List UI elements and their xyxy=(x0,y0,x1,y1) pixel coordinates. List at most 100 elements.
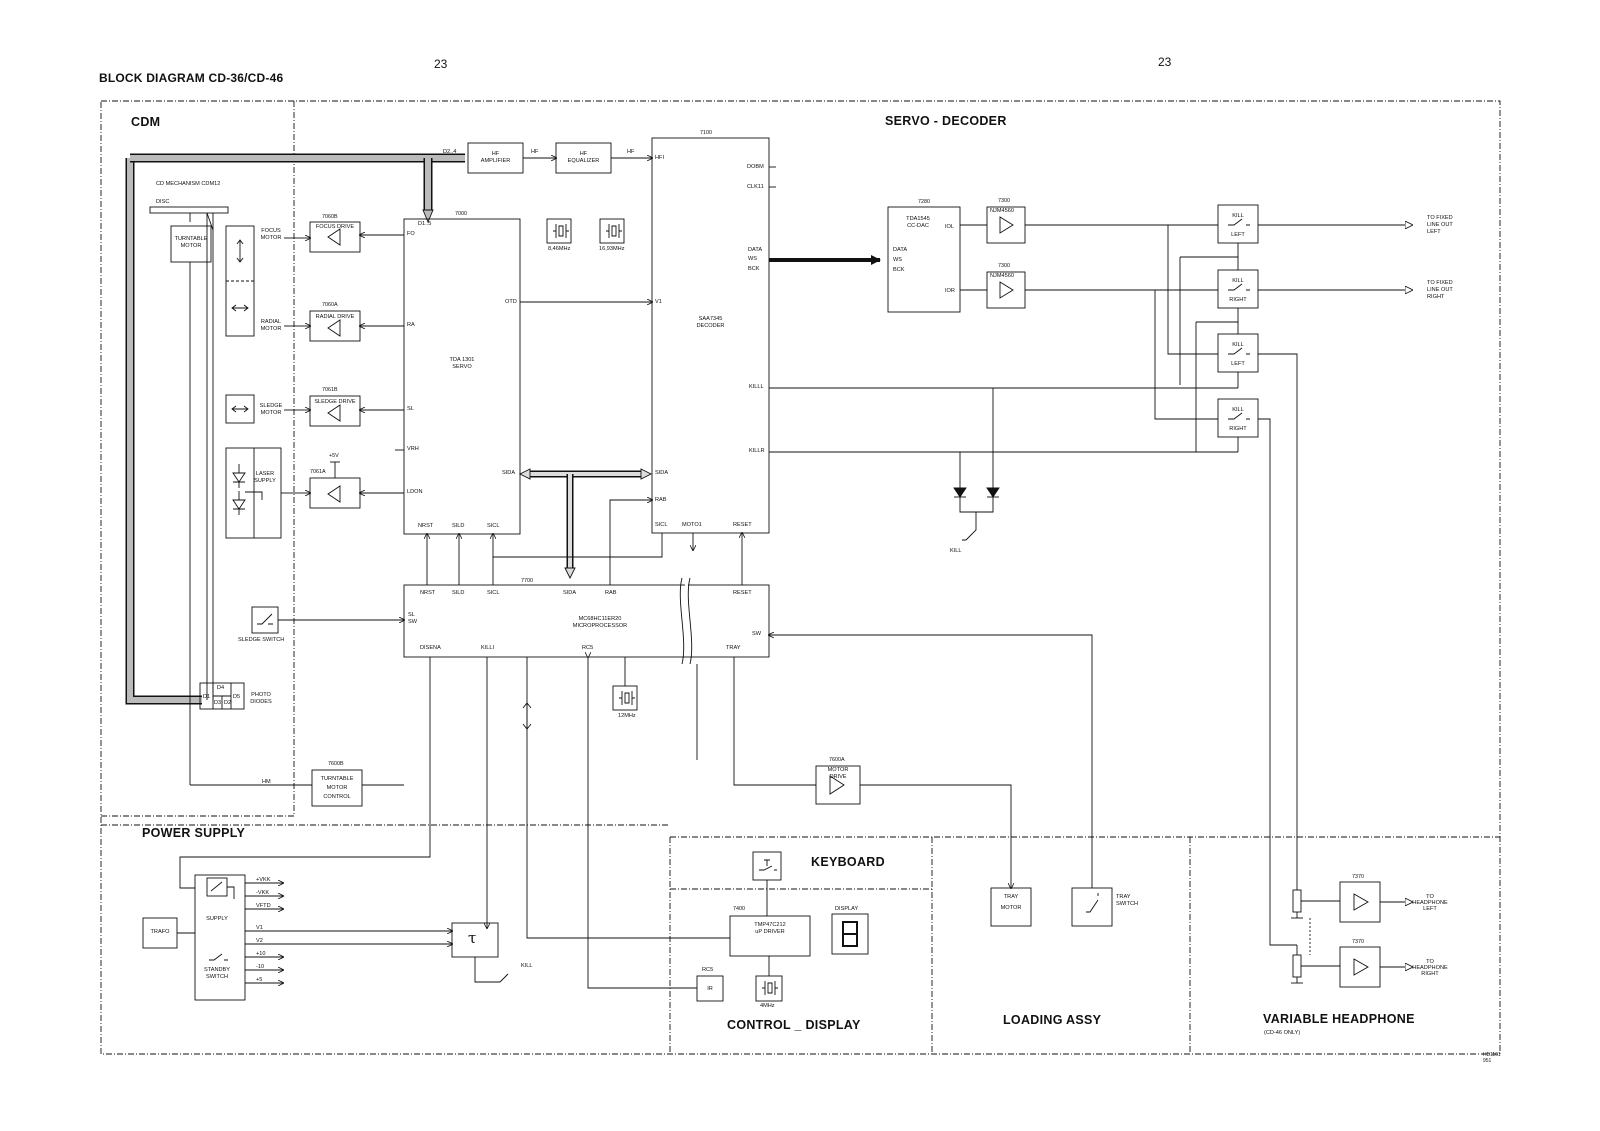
decoder-pin-reset: RESET xyxy=(733,522,752,528)
motor-drive-ref: 7600A xyxy=(829,757,845,763)
diode-d1: D1 xyxy=(203,694,211,700)
rc5-label: RC5 xyxy=(702,967,714,973)
turntable-motor-box xyxy=(170,225,212,263)
drawing-ref-2: 951 xyxy=(1483,1058,1492,1064)
kill-left-1-label: KILL LEFT xyxy=(1231,213,1245,238)
decoder-ref: 7100 xyxy=(700,130,712,136)
hf-signal-1: HF xyxy=(531,149,539,155)
cd-mechanism-label: CD MECHANISM CDM12 xyxy=(156,181,221,187)
hf-bus xyxy=(125,153,465,705)
sledge-switch-label: SLEDGE SWITCH xyxy=(238,637,285,643)
radial-motor-label: RADIAL MOTOR xyxy=(260,319,282,332)
servo-pin-otd: OTD xyxy=(505,299,517,305)
page-title: BLOCK DIAGRAM CD-36/CD-46 xyxy=(99,71,284,85)
laser-supply-label: LASER SUPPLY xyxy=(254,471,276,484)
headphone-right-label: TO HEADPHONE RIGHT xyxy=(1412,959,1448,977)
hf-signal-2: HF xyxy=(627,149,635,155)
servo-pin-sicl: SICL xyxy=(487,523,500,529)
dac-pin-iol: IOL xyxy=(945,224,955,230)
decoder-pin-sida: SIDA xyxy=(655,470,669,476)
servo-chip-label: TDA 1301 SERVO xyxy=(449,357,475,370)
diode-d3: D3 xyxy=(214,700,222,706)
micro-pin-reset: RESET xyxy=(733,590,752,596)
standby-switch-label: STANDBY SWITCH xyxy=(203,967,230,980)
sledge-drive-ref: 7061B xyxy=(322,387,338,393)
section-cdm: CDM xyxy=(131,115,161,129)
decoder-pin-data: DATA xyxy=(748,247,763,253)
trafo-label: TRAFO xyxy=(150,929,170,935)
turntable-motor-label: TURNTABLE MOTOR xyxy=(174,236,208,249)
power-kill-label: KILL xyxy=(521,963,533,969)
radial-drive-label: RADIAL DRIVE xyxy=(315,314,355,320)
rail-plus10: +10 xyxy=(256,951,266,957)
disc xyxy=(149,206,229,214)
opamp-a-ref: 7300 xyxy=(998,198,1010,204)
headphone-amp-a-ref: 7370 xyxy=(1352,874,1364,880)
rail-minus10: -10 xyxy=(256,964,265,970)
kill-diode-label: KILL xyxy=(950,548,962,554)
decoder-pin-bck: BCK xyxy=(748,266,760,272)
page-number-left: 23 xyxy=(434,57,448,71)
crystal-1693-label: 16,93MHz xyxy=(599,246,625,252)
turntable-control-ref: 7600B xyxy=(328,761,344,767)
control-ref: 7400 xyxy=(733,906,745,912)
decoder-pin-moto1: MOTO1 xyxy=(682,522,702,528)
headphone-note: (CD-46 ONLY) xyxy=(1264,1030,1301,1036)
focus-motor-label: FOCUS MOTOR xyxy=(260,228,282,241)
diode-d5: D5 xyxy=(233,694,241,700)
page-number-right: 23 xyxy=(1158,55,1172,69)
section-loading-assy: LOADING ASSY xyxy=(1003,1013,1102,1027)
photo-diodes-label: PHOTO DIODES xyxy=(250,692,272,705)
drawing-ref-1: HB1161 xyxy=(1483,1052,1501,1058)
micro-pin-sild: SILD xyxy=(452,590,465,596)
crystal-12mhz-label: 12MHz xyxy=(618,713,636,719)
hf-equalizer-label: HF EQUALIZER xyxy=(567,151,600,164)
decoder-pin-killr: KILLR xyxy=(749,448,765,454)
dac-pin-bck: BCK xyxy=(893,267,905,273)
rail-vftd: VFTD xyxy=(256,903,271,909)
section-keyboard: KEYBOARD xyxy=(811,855,885,869)
sida-bus xyxy=(518,468,653,580)
d2-4-label: D2..4 xyxy=(443,149,457,155)
headphone-left-label: TO HEADPHONE LEFT xyxy=(1412,894,1448,912)
section-variable-headphone: VARIABLE HEADPHONE xyxy=(1263,1012,1415,1026)
line-out-left-label: TO FIXED LINE OUT LEFT xyxy=(1427,215,1453,235)
section-borders xyxy=(100,100,1501,1055)
opamp-b-label: NJM4560 xyxy=(990,273,1014,279)
rail-v2: V2 xyxy=(256,938,263,944)
micro-pin-sl-sw: SL SW xyxy=(408,612,418,625)
crystal-4mhz-label: 4MHz xyxy=(760,1003,775,1009)
section-control-display: CONTROL _ DISPLAY xyxy=(727,1018,861,1032)
micro-pin-nrst: NRST xyxy=(420,590,436,596)
dac-pin-data: DATA xyxy=(893,247,908,253)
turntable-control-label: TURNTABLE MOTOR CONTROL xyxy=(320,776,354,800)
dac-ref: 7280 xyxy=(918,199,930,205)
dac-pin-ws: WS xyxy=(893,257,903,263)
micro-pin-killi: KILLI xyxy=(481,645,495,651)
section-power-supply: POWER SUPPLY xyxy=(142,826,246,840)
micro-pin-rab: RAB xyxy=(605,590,617,596)
decoder-chip-label: SAA7345 DECODER xyxy=(696,316,725,329)
micro-pin-sida: SIDA xyxy=(563,590,577,596)
diode-d4: D4 xyxy=(217,685,225,691)
kill-right-2-label: KILL RIGHT xyxy=(1229,407,1247,432)
micro-pin-tray: TRAY xyxy=(726,645,741,651)
servo-pin-ra: RA xyxy=(407,322,415,328)
micro-ref: 7700 xyxy=(521,578,533,584)
tau-label: τ xyxy=(468,929,477,947)
display-label: DISPLAY xyxy=(835,906,859,912)
focus-drive-label: FOCUS DRIVE xyxy=(315,224,355,230)
servo-pin-sl: SL xyxy=(407,406,414,412)
section-servo-decoder: SERVO - DECODER xyxy=(885,114,1007,128)
decoder-chip-box xyxy=(651,137,770,534)
diode-d2: D2 xyxy=(224,700,232,706)
supply-label: SUPPLY xyxy=(206,916,228,922)
ir-label: IR xyxy=(707,986,713,992)
servo-ref: 7000 xyxy=(455,211,467,217)
servo-pin-ldon: LDON xyxy=(407,489,423,495)
motor-drive-label: MOTOR DRIVE xyxy=(827,767,849,780)
headphone-amp-b-ref: 7370 xyxy=(1352,939,1364,945)
line-out-right-label: TO FIXED LINE OUT RIGHT xyxy=(1427,280,1453,300)
tray-switch-label: TRAY SWITCH xyxy=(1116,894,1139,907)
laser-drive-ref: 7061A xyxy=(310,469,326,475)
